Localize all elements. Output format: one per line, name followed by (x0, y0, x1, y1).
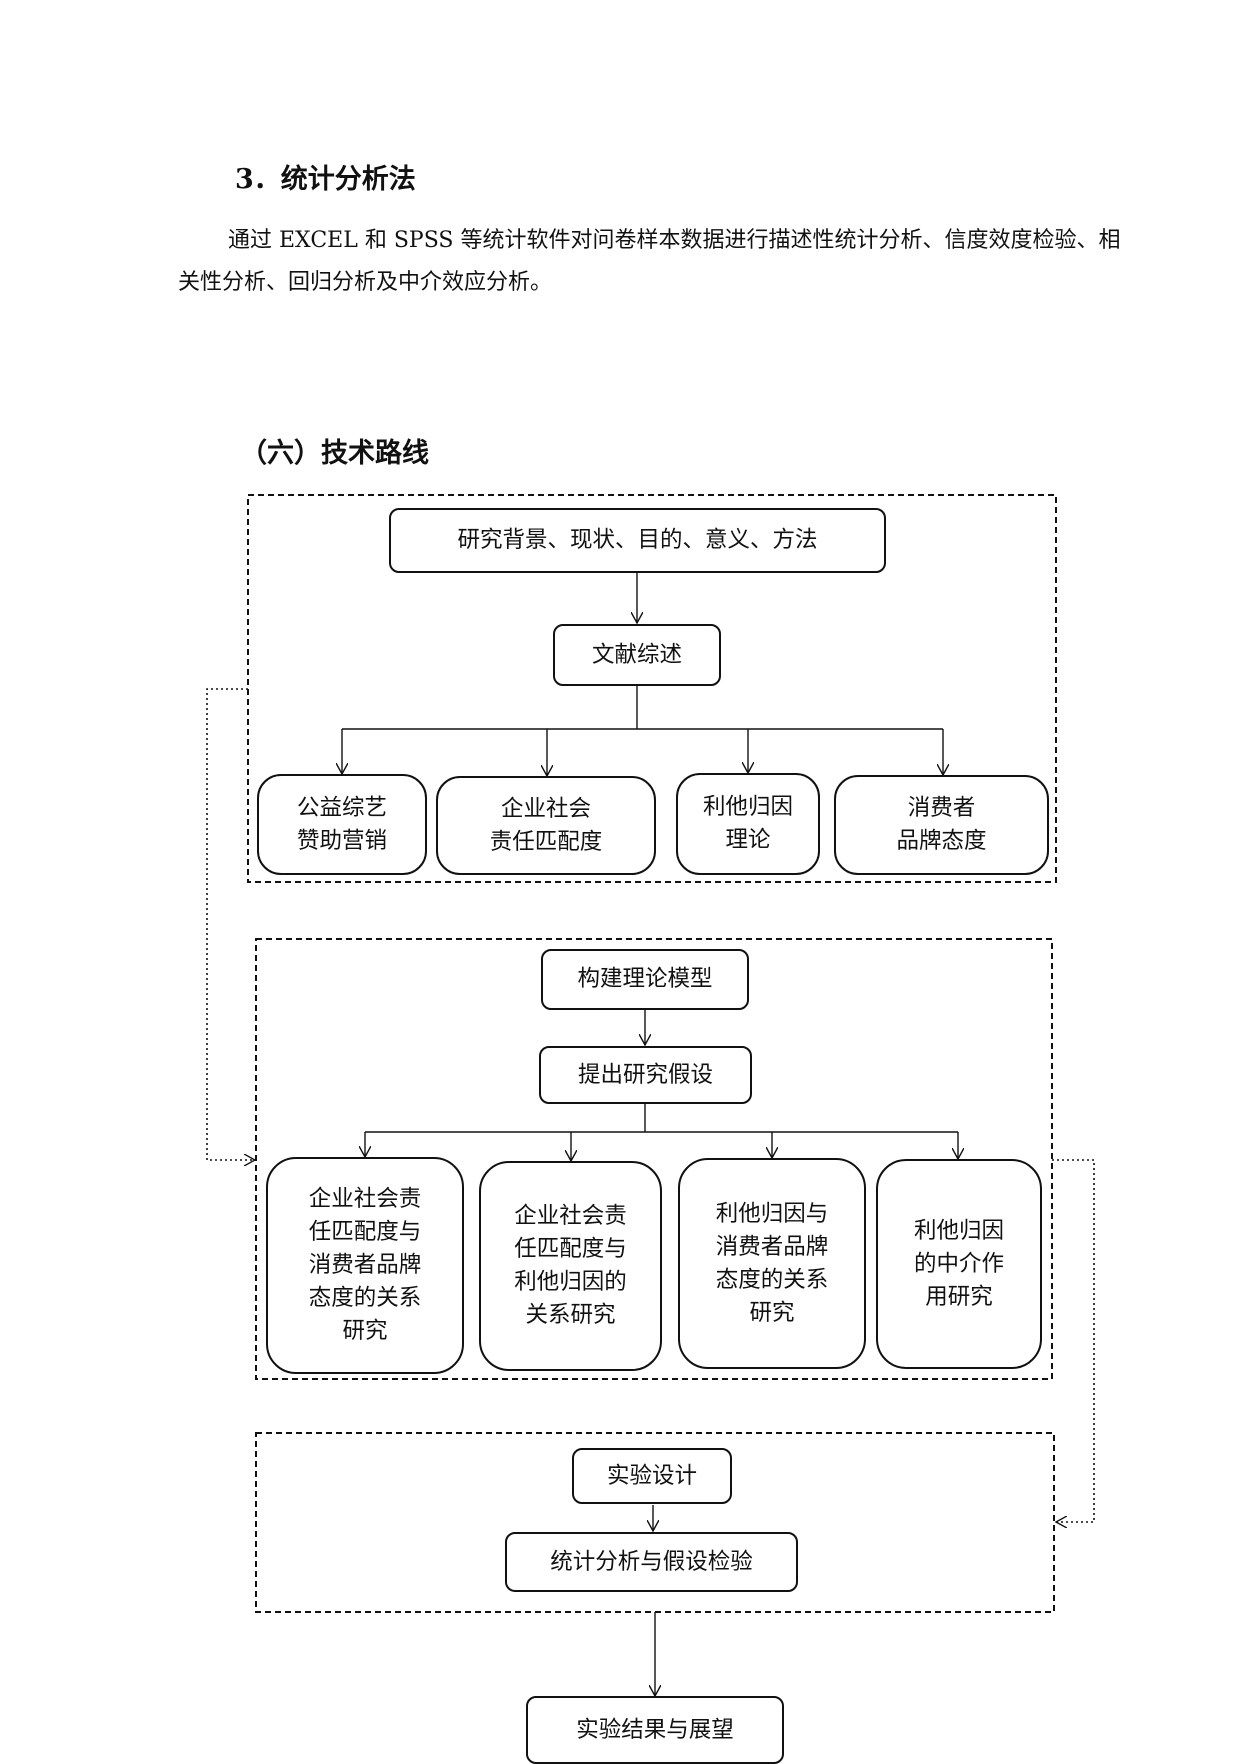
statistics-paragraph: 通过 EXCEL 和 SPSS 等统计软件对问卷样本数据进行描述性统计分析、信度… (178, 228, 1121, 295)
study-box-attribution-brand-attitude: 利他归因与 消费者品牌 态度的关系 研究 (678, 1158, 866, 1369)
section-heading-technical-route: （六）技术路线 (240, 438, 429, 469)
experiment-design-box: 实验设计 (572, 1448, 732, 1504)
topic-box-charity-variety-sponsorship: 公益综艺 赞助营销 (257, 774, 427, 875)
research-background-box: 研究背景、现状、目的、意义、方法 (389, 508, 886, 573)
study-box-csr-fit-attribution: 企业社会责 任匹配度与 利他归因的 关系研究 (479, 1161, 662, 1371)
hypothesis-box: 提出研究假设 (539, 1046, 752, 1104)
literature-review-box: 文献综述 (553, 624, 721, 686)
stage2-frame (255, 938, 1053, 1380)
topic-box-consumer-brand-attitude: 消费者 品牌态度 (834, 775, 1049, 875)
statistical-analysis-box: 统计分析与假设检验 (505, 1532, 798, 1592)
build-model-box: 构建理论模型 (541, 949, 749, 1010)
topic-box-altruistic-attribution-theory: 利他归因 理论 (676, 773, 820, 875)
study-box-csr-fit-brand-attitude: 企业社会责 任匹配度与 消费者品牌 态度的关系 研究 (266, 1157, 464, 1374)
section-heading-statistics: 3．统计分析法 (235, 164, 416, 195)
stage1-frame (247, 494, 1057, 883)
topic-box-csr-fit: 企业社会 责任匹配度 (436, 776, 656, 875)
results-outlook-box: 实验结果与展望 (526, 1696, 784, 1764)
study-box-mediation-effect: 利他归因 的中介作 用研究 (876, 1159, 1042, 1369)
